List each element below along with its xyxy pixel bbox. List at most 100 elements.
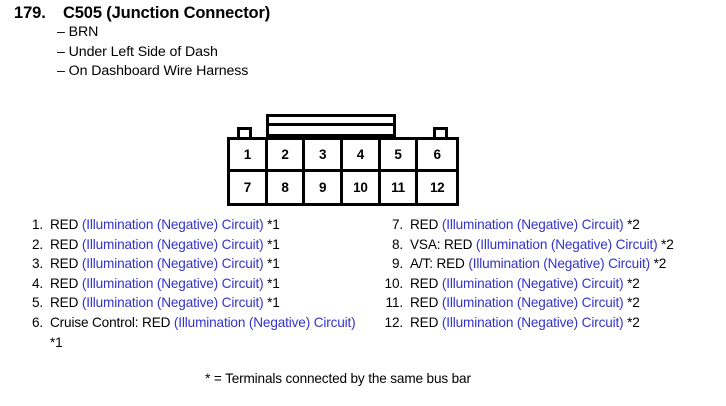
- pin-cell-12[interactable]: 12: [418, 171, 456, 203]
- terminal-circuit: (Illumination (Negative) Circuit): [81, 217, 264, 232]
- terminal-prefix: RED: [410, 314, 442, 330]
- terminal-circuit: (Illumination (Negative) Circuit): [441, 217, 624, 232]
- terminal-prefix: RED: [410, 275, 442, 291]
- terminal-text: RED (Illumination (Negative) Circuit) *1: [50, 254, 362, 274]
- terminal-suffix: *1: [263, 236, 280, 252]
- terminal-text: RED (Illumination (Negative) Circuit) *2: [410, 274, 726, 294]
- terminal-item: 7. RED (Illumination (Negative) Circuit)…: [382, 215, 726, 235]
- terminal-index: 10.: [384, 275, 404, 291]
- pin-cell-2[interactable]: 2: [267, 140, 306, 172]
- terminal-item: 6. Cruise Control: RED (Illumination (Ne…: [22, 313, 362, 352]
- terminal-item: 11. RED (Illumination (Negative) Circuit…: [382, 293, 726, 313]
- connector-header: 179. C505 (Junction Connector) – BRN – U…: [0, 4, 726, 82]
- terminal-suffix: *2: [649, 256, 667, 272]
- pin-cell-10[interactable]: 10: [343, 171, 381, 203]
- terminal-index: 6.: [31, 314, 43, 330]
- terminal-index: 11.: [385, 295, 404, 311]
- terminal-circuit: (Illumination (Negative) Circuit): [468, 256, 650, 272]
- terminal-prefix: Cruise Control: RED: [50, 314, 174, 330]
- terminal-circuit: (Illumination (Negative) Circuit): [81, 295, 264, 311]
- terminal-text: RED (Illumination (Negative) Circuit) *2: [410, 293, 726, 313]
- detail-line-harness: – On Dashboard Wire Harness: [57, 63, 249, 79]
- terminal-prefix: VSA: RED: [410, 236, 476, 252]
- terminal-suffix: *2: [657, 236, 674, 252]
- terminal-suffix: *1: [50, 334, 63, 350]
- terminal-prefix: RED: [410, 295, 442, 311]
- terminal-text: RED (Illumination (Negative) Circuit) *2: [410, 313, 726, 333]
- terminal-suffix: *1: [263, 295, 280, 311]
- entry-number: 179.: [14, 4, 46, 22]
- bus-bar-note: * = Terminals connected by the same bus …: [205, 371, 471, 386]
- terminal-suffix: *2: [623, 275, 640, 291]
- connector-top-tab: [266, 114, 396, 137]
- terminal-text: RED (Illumination (Negative) Circuit) *1: [50, 274, 362, 294]
- terminal-circuit: (Illumination (Negative) Circuit): [441, 295, 624, 311]
- latch-notch-right-icon: [433, 127, 448, 140]
- terminal-prefix: RED: [50, 236, 82, 252]
- terminal-item: 12. RED (Illumination (Negative) Circuit…: [382, 313, 726, 333]
- terminal-prefix: RED: [50, 217, 82, 232]
- terminal-column-right: 7. RED (Illumination (Negative) Circuit)…: [382, 215, 726, 333]
- terminal-suffix: *1: [263, 256, 280, 272]
- terminal-index: 8.: [391, 236, 403, 252]
- terminal-suffix: *1: [263, 217, 280, 232]
- terminal-item: 1. RED (Illumination (Negative) Circuit)…: [22, 215, 362, 235]
- terminal-text: RED (Illumination (Negative) Circuit) *2: [410, 215, 726, 235]
- terminal-index: 12.: [384, 314, 404, 330]
- terminal-prefix: RED: [50, 275, 82, 291]
- pin-cell-9[interactable]: 9: [305, 171, 343, 203]
- terminal-index: 1.: [31, 217, 43, 232]
- connector-pinout-diagram: 1 2 3 4 5 6 7 8 9 10 11 12: [227, 114, 459, 206]
- detail-line-color: – BRN: [57, 24, 99, 40]
- terminal-prefix: RED: [50, 256, 82, 272]
- terminal-index: 5.: [31, 295, 43, 311]
- pin-cell-5[interactable]: 5: [380, 140, 419, 172]
- terminal-circuit: (Illumination (Negative) Circuit): [475, 236, 658, 252]
- terminal-text: VSA: RED (Illumination (Negative) Circui…: [410, 235, 726, 255]
- terminal-suffix: *2: [623, 295, 640, 311]
- terminal-item: 5. RED (Illumination (Negative) Circuit)…: [22, 293, 362, 313]
- terminal-index: 9.: [391, 256, 403, 272]
- terminal-index: 2.: [31, 236, 43, 252]
- title-row: 179. C505 (Junction Connector): [0, 4, 726, 23]
- latch-notch-left-icon: [237, 127, 252, 140]
- terminal-circuit: (Illumination (Negative) Circuit): [441, 275, 624, 291]
- pin-cell-1[interactable]: 1: [230, 140, 268, 172]
- terminal-index: 4.: [31, 275, 43, 291]
- terminal-prefix: RED: [50, 295, 82, 311]
- pin-grid: 1 2 3 4 5 6 7 8 9 10 11 12: [227, 137, 459, 206]
- connector-tab-divider: [269, 123, 393, 126]
- terminal-item: 9. A/T: RED (Illumination (Negative) Cir…: [382, 254, 726, 274]
- page-title: C505 (Junction Connector): [63, 4, 271, 22]
- pin-cell-3[interactable]: 3: [305, 140, 343, 172]
- terminal-item: 3. RED (Illumination (Negative) Circuit)…: [22, 254, 362, 274]
- terminal-text: RED (Illumination (Negative) Circuit) *1: [50, 215, 362, 235]
- terminal-text: Cruise Control: RED (Illumination (Negat…: [50, 313, 362, 352]
- pin-cell-4[interactable]: 4: [343, 140, 381, 172]
- terminal-item: 8. VSA: RED (Illumination (Negative) Cir…: [382, 235, 726, 255]
- terminal-circuit: (Illumination (Negative) Circuit): [441, 314, 624, 330]
- detail-line-location: – Under Left Side of Dash: [57, 43, 218, 60]
- terminal-prefix: A/T: RED: [410, 256, 469, 272]
- terminal-prefix: RED: [410, 217, 442, 232]
- pin-cell-6[interactable]: 6: [418, 140, 456, 172]
- terminal-suffix: *2: [623, 217, 640, 232]
- terminal-column-left: 1. RED (Illumination (Negative) Circuit)…: [22, 215, 362, 352]
- terminal-circuit: (Illumination (Negative) Circuit): [81, 256, 264, 272]
- terminal-text: RED (Illumination (Negative) Circuit) *1: [50, 293, 362, 313]
- pin-cell-8[interactable]: 8: [267, 171, 306, 203]
- terminal-suffix: *1: [263, 275, 280, 291]
- terminal-circuit: (Illumination (Negative) Circuit): [81, 236, 264, 252]
- terminal-text: A/T: RED (Illumination (Negative) Circui…: [410, 254, 726, 274]
- terminal-item: 2. RED (Illumination (Negative) Circuit)…: [22, 235, 362, 255]
- terminal-index: 3.: [31, 256, 43, 272]
- terminal-item: 10. RED (Illumination (Negative) Circuit…: [382, 274, 726, 294]
- terminal-item: 4. RED (Illumination (Negative) Circuit)…: [22, 274, 362, 294]
- terminal-circuit: (Illumination (Negative) Circuit): [173, 314, 356, 330]
- terminal-suffix: *2: [623, 314, 640, 330]
- pin-cell-7[interactable]: 7: [230, 171, 268, 203]
- terminal-text: RED (Illumination (Negative) Circuit) *1: [50, 235, 362, 255]
- terminal-index: 7.: [391, 217, 403, 232]
- pin-cell-11[interactable]: 11: [380, 171, 419, 203]
- terminal-circuit: (Illumination (Negative) Circuit): [81, 275, 264, 291]
